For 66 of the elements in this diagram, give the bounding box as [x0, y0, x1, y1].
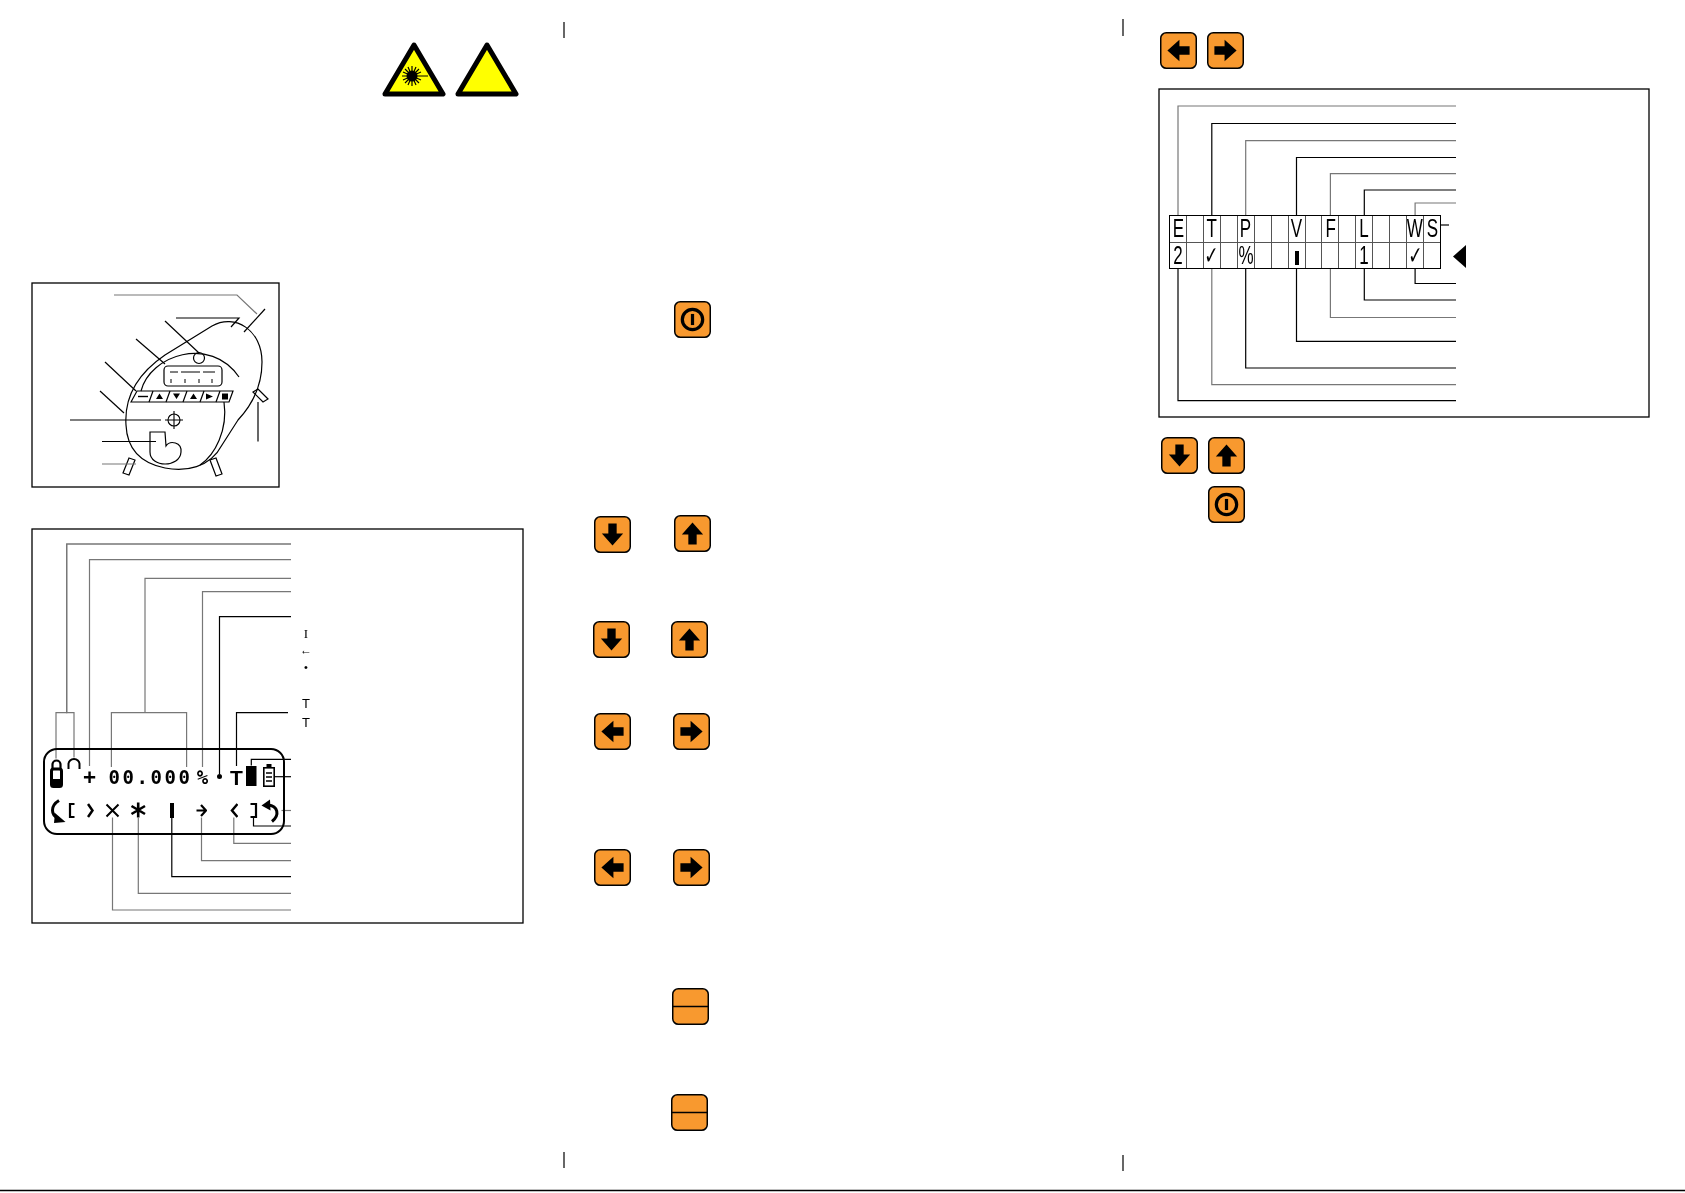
lcd-character: T [230, 766, 243, 787]
grid-cell: W [1407, 216, 1424, 242]
leader-line [1363, 267, 1457, 301]
leader-line [1329, 173, 1457, 217]
arrow-icon [196, 802, 207, 818]
leader-line [1439, 224, 1450, 226]
grid-cell: % [1237, 242, 1254, 268]
leader-line [88, 559, 292, 767]
leader-label: T [302, 715, 310, 729]
grid-cell: ✓ [1407, 242, 1424, 268]
leader-line [1295, 267, 1457, 342]
grid-cell: F [1322, 216, 1339, 242]
leader-line [201, 591, 292, 768]
leader-line [200, 816, 292, 862]
leader-line [235, 712, 289, 767]
leader-line [1245, 140, 1457, 217]
leader-line [280, 809, 292, 812]
leader-line [171, 816, 292, 878]
leader-line [273, 776, 292, 778]
leader-label: ← [300, 644, 312, 656]
grid-cell: 2 [1170, 242, 1186, 268]
leader-line [1245, 267, 1457, 369]
lcd-digits: 00.000 [108, 767, 193, 786]
leader-line [252, 816, 292, 827]
grid-cell: P [1237, 216, 1254, 242]
arc-icon [66, 757, 82, 769]
dot-icon [217, 774, 222, 779]
lcd-display-frame [43, 748, 285, 835]
leader-line [1211, 122, 1457, 217]
cross-icon [105, 802, 120, 818]
chevron-icon [229, 802, 238, 818]
leader-line [1363, 189, 1457, 217]
leader-line [1295, 156, 1457, 217]
grid-cell [1322, 242, 1339, 268]
leader-line [1211, 267, 1457, 386]
leader-line [110, 577, 292, 768]
grid-cell: V [1288, 216, 1305, 242]
leader-label: • [304, 661, 308, 673]
leader-line [1329, 267, 1457, 319]
grid-cell [1288, 242, 1305, 268]
lcd-character: + [83, 766, 96, 787]
lock-icon [49, 758, 63, 788]
leader-line [250, 758, 292, 767]
leader-label: T [302, 696, 310, 710]
grid-cell: L [1356, 216, 1373, 242]
grid-cell: 1 [1356, 242, 1373, 268]
leader-line [218, 616, 292, 775]
character-grid [1169, 215, 1441, 269]
vertical-bar-icon [169, 802, 174, 818]
leader-line [111, 816, 292, 911]
asterisk-icon [130, 802, 147, 818]
leader-label: I [303, 626, 309, 640]
grid-cell: E [1170, 216, 1186, 242]
leader-line [1414, 202, 1457, 217]
leader-line [1177, 105, 1457, 217]
block-icon [246, 765, 257, 786]
leader-line [137, 817, 292, 894]
battery-icon [262, 763, 275, 787]
grid-cell: T [1203, 216, 1220, 242]
grid-cell: ✓ [1203, 242, 1220, 268]
leader-line [1177, 267, 1457, 402]
leader-line [233, 816, 292, 844]
leader-line [1414, 267, 1457, 285]
grid-cell: S [1424, 216, 1440, 242]
lcd-character: % [196, 767, 209, 786]
bracket-icon [249, 802, 258, 818]
